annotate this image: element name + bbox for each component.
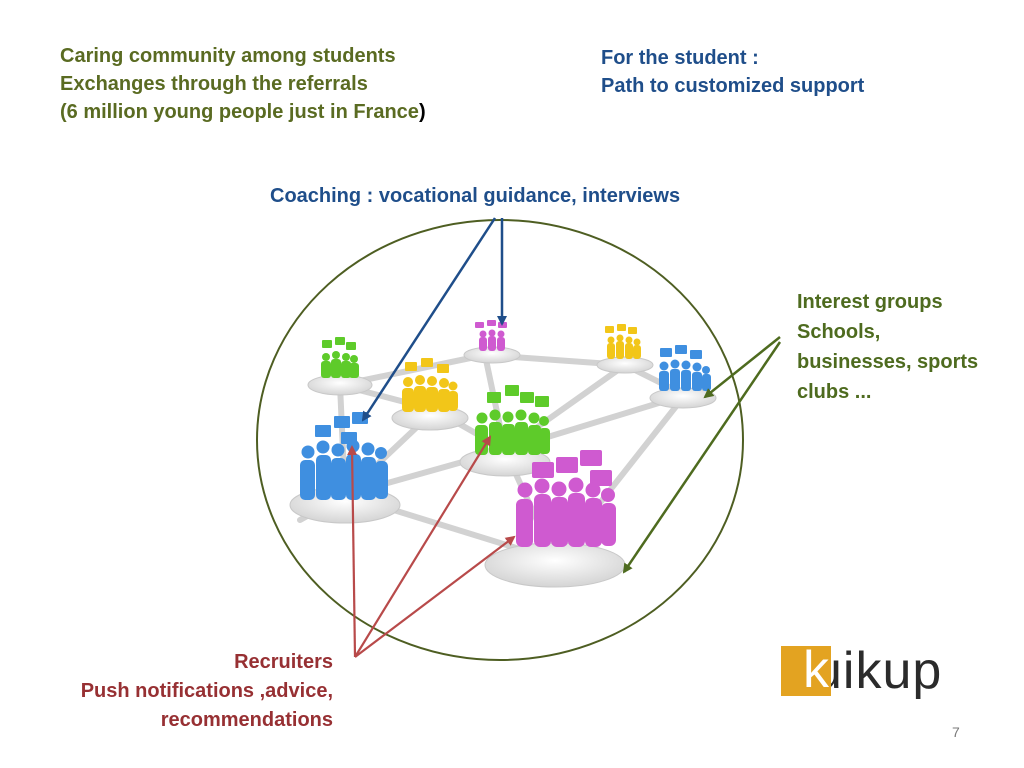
platform-yellow-right: [596, 356, 654, 374]
community-line: Caring community among students: [60, 45, 396, 67]
community-circle: [256, 219, 744, 661]
recruiter-arrow-middle: [354, 435, 492, 658]
for-student-line: For the student :: [601, 47, 759, 69]
top-right-text: For the student : Path to customized sup…: [601, 44, 864, 100]
recruiters-line-3: recommendations: [160, 709, 333, 731]
interest-arrow-blue: [703, 336, 781, 399]
population-line: (6 million young people just in France): [60, 98, 426, 126]
platform-pink-large: [484, 542, 626, 588]
interest-arrow-pink: [622, 341, 782, 574]
platforms: [289, 346, 717, 588]
population-text: (6 million young people just in France: [60, 101, 419, 123]
top-left-text: Caring community among students Exchange…: [60, 42, 426, 126]
logo-k-letter: k: [803, 641, 829, 699]
exchanges-line: Exchanges through the referrals: [60, 73, 368, 95]
population-close-paren: ): [418, 101, 426, 123]
group-green-small: [321, 337, 359, 378]
group-pink-large: [516, 450, 616, 547]
group-yellow-center: [402, 358, 458, 412]
recruiter-arrow-left: [347, 445, 358, 658]
interest-line-2: Schools,: [797, 321, 881, 343]
group-blue-right: [659, 345, 711, 391]
group-yellow-right: [605, 324, 641, 359]
recruiters-line-1: Recruiters: [234, 651, 333, 673]
kuikup-logo: k uikup: [781, 641, 942, 700]
coaching-label: Coaching : vocational guidance, intervie…: [270, 182, 680, 210]
coaching-arrow-left: [361, 217, 497, 422]
page-number: 7: [952, 724, 960, 740]
interest-line-4: clubs ...: [797, 381, 872, 403]
group-pink-small: [475, 320, 507, 351]
logo-k-box: k: [781, 641, 831, 699]
logo-wordmark: uikup: [813, 642, 943, 700]
path-support-line: Path to customized support: [601, 75, 865, 97]
interest-groups-label: Interest groups Schools, businesses, spo…: [797, 287, 978, 407]
recruiters-line-2: Push notifications ,advice,: [80, 680, 333, 702]
interest-line-3: businesses, sports: [797, 351, 979, 373]
coaching-text: Coaching : vocational guidance, intervie…: [270, 185, 681, 207]
recruiter-arrow-right: [354, 535, 516, 658]
recruiters-label: Recruiters Push notifications ,advice, r…: [81, 648, 333, 735]
platform-green-small: [307, 374, 373, 396]
interest-line-1: Interest groups: [797, 291, 943, 313]
